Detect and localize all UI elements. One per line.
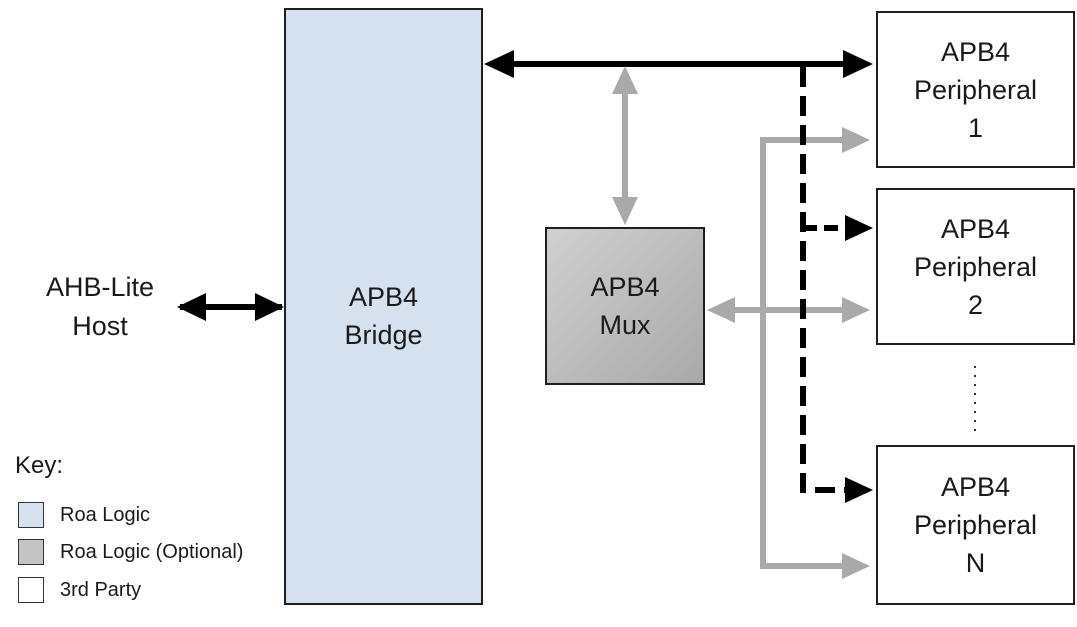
ahb-lite-host-label: AHB-Lite Host <box>25 268 175 346</box>
apb4-peripheral-2-block: APB4 Peripheral 2 <box>876 188 1075 345</box>
peripheral-1-line-2: Peripheral <box>913 74 1038 105</box>
bridge-line-1: APB4 <box>348 282 419 312</box>
key-label-roa-logic-optional: Roa Logic (Optional) <box>60 540 244 563</box>
main-bus-arrow <box>484 50 873 78</box>
key-swatch-roa-logic-optional <box>18 539 44 565</box>
apb4-peripheral-1-block: APB4 Peripheral 1 <box>876 11 1075 168</box>
peripheral-n-line-1: APB4 <box>940 472 1011 502</box>
bus-mux-arrow <box>612 66 638 225</box>
peripheral-1-line-1: APB4 <box>940 36 1011 67</box>
key-item-3rd-party: 3rd Party <box>18 575 141 605</box>
apb4-bridge-block: APB4 Bridge <box>284 8 483 605</box>
peripheral-2-line-3: 2 <box>967 289 984 320</box>
mux-line-2: Mux <box>599 310 651 340</box>
key-swatch-roa-logic <box>18 502 44 528</box>
host-line-1: AHB-Lite <box>45 272 155 302</box>
apb4-peripheral-n-block: APB4 Peripheral N <box>876 445 1075 605</box>
key-title: Key: <box>15 452 64 479</box>
key-item-roa-logic-optional: Roa Logic (Optional) <box>18 537 243 567</box>
host-line-2: Host <box>72 311 128 341</box>
key-label-3rd-party: 3rd Party <box>60 578 142 601</box>
key-label-roa-logic: Roa Logic <box>60 503 151 526</box>
apb4-mux-block: APB4 Mux <box>545 227 705 385</box>
peripheral-2-line-1: APB4 <box>940 213 1011 244</box>
key-swatch-3rd-party <box>18 577 44 603</box>
dashed-bus-branches <box>800 67 873 503</box>
peripheral-1-line-3: 1 <box>967 112 984 143</box>
peripheral-2-line-2: Peripheral <box>913 251 1038 282</box>
host-bridge-arrow <box>177 293 284 321</box>
mux-select-lines <box>707 127 870 579</box>
key-item-roa-logic: Roa Logic <box>18 500 150 530</box>
peripheral-n-line-3: N <box>965 548 986 578</box>
bridge-line-2: Bridge <box>344 320 423 350</box>
mux-line-1: APB4 <box>590 272 660 302</box>
peripheral-n-line-2: Peripheral <box>913 510 1038 540</box>
